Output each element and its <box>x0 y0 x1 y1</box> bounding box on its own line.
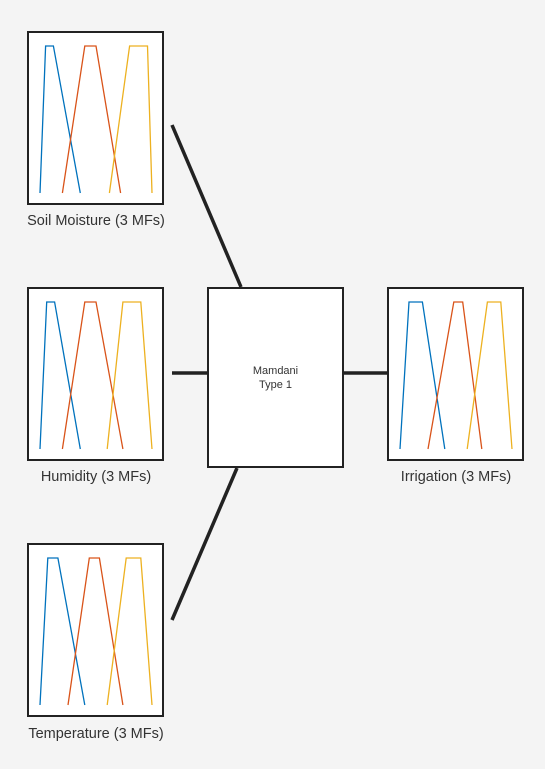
temperature-label: Temperature (3 MFs) <box>28 726 164 742</box>
mf-plot-humidity <box>39 301 153 450</box>
system-name: Mamdani <box>252 365 299 377</box>
input-box-temperature[interactable] <box>27 543 164 717</box>
connector-soil-moisture <box>170 124 243 288</box>
irrigation-mf-high <box>466 301 513 450</box>
soil-mf-medium <box>61 45 122 194</box>
humidity-label: Humidity (3 MFs) <box>40 469 152 485</box>
irrigation-mf-low <box>399 301 446 450</box>
humidity-mf-high <box>106 301 153 450</box>
input-box-humidity[interactable] <box>27 287 164 461</box>
irrigation-label: Irrigation (3 MFs) <box>400 469 512 485</box>
mf-plot-irrigation <box>399 301 513 450</box>
humidity-mf-medium <box>61 301 124 450</box>
input-box-soil-moisture[interactable] <box>27 31 164 205</box>
soil-moisture-label: Soil Moisture (3 MFs) <box>27 213 165 229</box>
output-box-irrigation[interactable] <box>387 287 524 461</box>
temperature-mf-low <box>39 557 86 706</box>
mf-plot-temperature <box>39 557 153 706</box>
system-box[interactable] <box>207 287 344 468</box>
connector-temperature <box>170 467 239 621</box>
system-type: Type 1 <box>258 379 293 391</box>
irrigation-mf-medium <box>427 301 483 450</box>
temperature-mf-medium <box>67 557 124 706</box>
soil-mf-low <box>39 45 81 194</box>
mf-plot-soil-moisture <box>39 45 153 194</box>
system-type-label: Mamdani Type 1 <box>208 364 343 392</box>
humidity-mf-low <box>39 301 81 450</box>
temperature-mf-high <box>106 557 153 706</box>
soil-mf-high <box>108 45 153 194</box>
